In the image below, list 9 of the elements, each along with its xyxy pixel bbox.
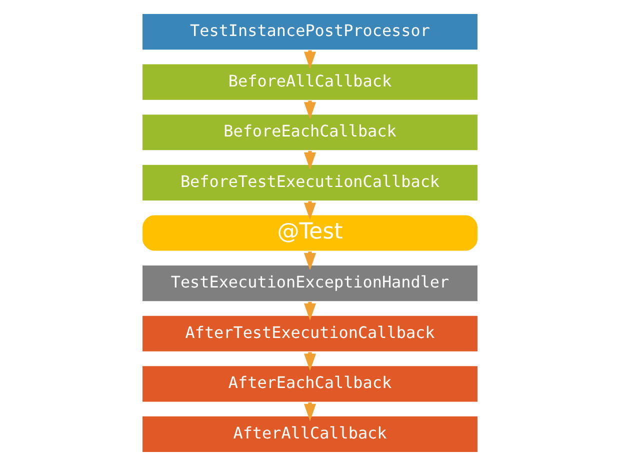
node-box: AfterAllCallback	[140, 415, 478, 454]
node-box: AfterEachCallback	[140, 364, 478, 403]
node-box: BeforeTestExecutionCallback	[140, 164, 478, 202]
node-box: BeforeEachCallback	[140, 113, 478, 152]
node-box: TestInstancePostProcessor	[140, 12, 478, 51]
node-box: TestExecutionExceptionHandler	[140, 264, 478, 302]
node-box: AfterTestExecutionCallback	[140, 314, 478, 353]
node-box: BeforeAllCallback	[140, 63, 478, 102]
node-box: @Test	[140, 214, 478, 252]
